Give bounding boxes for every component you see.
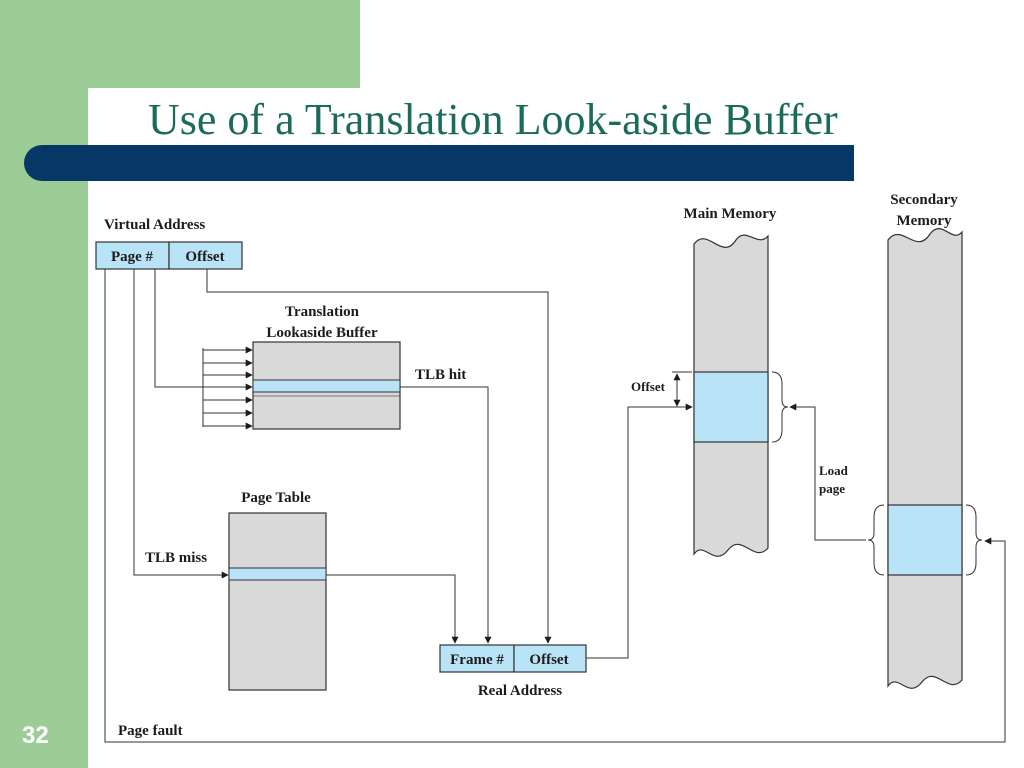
load-page-label-line2: page — [819, 481, 845, 496]
ra-offset-field-label: Offset — [529, 652, 568, 668]
ra-offset-field-box — [513, 644, 587, 673]
va-offset-field-label: Offset — [185, 249, 224, 265]
secondary-right-brace — [965, 504, 983, 576]
ra-frame-field-label: Frame # — [450, 652, 504, 668]
page-table-label: Page Table — [241, 490, 311, 506]
va-page-field-box — [95, 241, 170, 270]
page-fault-connector — [104, 269, 1006, 743]
tlb-hit-connector — [400, 386, 492, 644]
secondary-memory-column — [887, 228, 963, 689]
page-to-tlb-connector — [154, 269, 253, 391]
tlb-miss-connector — [133, 269, 229, 579]
load-page-connector — [789, 403, 866, 541]
tlb-hit-entry — [252, 379, 401, 393]
main-memory-frame — [693, 371, 769, 443]
secondary-left-brace — [867, 504, 885, 576]
main-memory-label: Main Memory — [684, 206, 777, 222]
left-green-band — [0, 0, 88, 768]
slide-number: 32 — [22, 722, 49, 749]
tlb-label-line2: Lookaside Buffer — [266, 325, 378, 341]
secondary-memory-label-line2: Memory — [897, 213, 952, 229]
va-page-field-label: Page # — [111, 249, 154, 265]
page-table-to-frame-connector — [326, 574, 459, 644]
va-offset-field-box — [168, 241, 243, 270]
virtual-address-label: Virtual Address — [104, 217, 205, 233]
load-page-label-line1: Load — [819, 463, 849, 478]
main-memory-offset-label: Offset — [631, 379, 666, 394]
top-green-band — [0, 0, 360, 88]
secondary-memory-label-line1: Secondary — [890, 192, 958, 208]
offset-connector — [206, 269, 552, 644]
page-table-box — [228, 512, 327, 691]
tlb-hit-label: TLB hit — [415, 367, 466, 383]
tlb-label-line1: Translation — [285, 304, 360, 320]
page-fault-label: Page fault — [118, 723, 183, 739]
title-underline-bar — [24, 145, 854, 181]
page-table-entry — [228, 567, 327, 581]
ra-frame-field-box — [439, 644, 515, 673]
slide-title: Use of a Translation Look-aside Buffer — [148, 95, 838, 144]
main-memory-brace — [771, 371, 789, 443]
tlb-miss-label: TLB miss — [145, 550, 207, 566]
real-address-label: Real Address — [478, 683, 562, 699]
secondary-memory-page — [887, 504, 963, 576]
real-address-to-memory-connector — [586, 403, 693, 659]
